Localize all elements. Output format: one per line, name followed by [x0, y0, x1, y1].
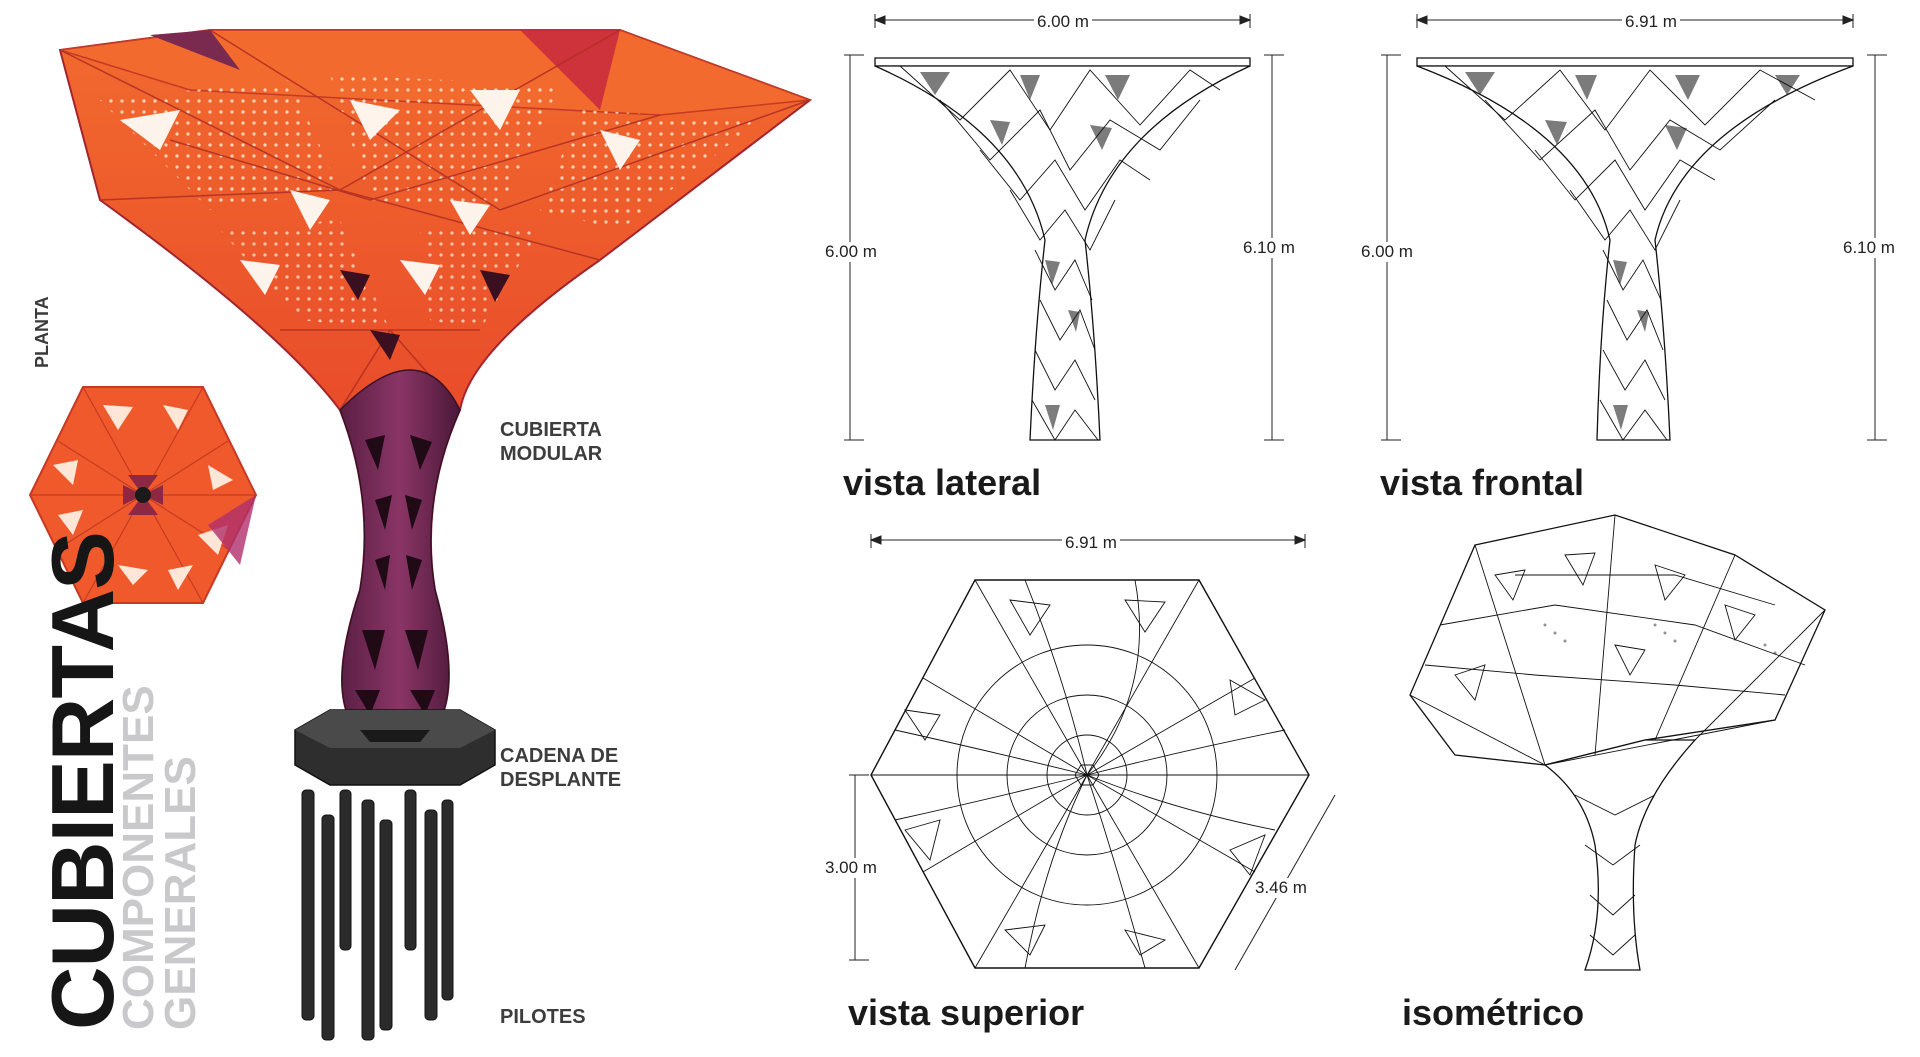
- cubierta-render: [58, 29, 813, 1041]
- page-subtitle: COMPONENTES GENERALES: [114, 685, 205, 1030]
- planta-label: PLANTA: [32, 296, 52, 368]
- vista-lateral-drawing: [844, 14, 1284, 441]
- callout-cubierta-line-1: CUBIERTA: [500, 419, 602, 441]
- frontal-width-dim: 6.91 m: [1622, 12, 1680, 32]
- callout-cadena-line-1: CADENA DE: [500, 745, 619, 767]
- vista-superior-drawing: [849, 534, 1336, 971]
- callout-cadena-desplante: CADENA DE DESPLANTE: [500, 744, 621, 792]
- lateral-height-right-dim: 6.10 m: [1240, 238, 1298, 258]
- superior-side-dim: 3.46 m: [1252, 878, 1310, 898]
- isometrico-drawing: [1409, 514, 1826, 971]
- vista-superior-title: vista superior: [848, 992, 1085, 1033]
- callout-cadena-line-2: DESPLANTE: [500, 769, 622, 791]
- callout-cubierta-line-2: MODULAR: [500, 443, 603, 465]
- frontal-height-left-dim: 6.00 m: [1358, 242, 1416, 262]
- lateral-height-left-dim: 6.00 m: [822, 242, 880, 262]
- isometrico-title: isométrico: [1402, 992, 1585, 1033]
- vista-frontal-drawing: [1381, 14, 1887, 441]
- callout-pilotes: PILOTES: [500, 1006, 586, 1028]
- lateral-width-dim: 6.00 m: [1034, 12, 1092, 32]
- frontal-height-right-dim: 6.10 m: [1840, 238, 1898, 258]
- vista-lateral-title: vista lateral: [843, 462, 1042, 503]
- superior-width-dim: 6.91 m: [1062, 533, 1120, 553]
- callout-cubierta-modular: CUBIERTA MODULAR: [500, 418, 602, 466]
- subtitle-line-2: GENERALES: [156, 756, 205, 1030]
- vista-frontal-title: vista frontal: [1380, 462, 1585, 503]
- planta-thumbnail: [28, 386, 258, 604]
- superior-half-height-dim: 3.00 m: [822, 858, 880, 878]
